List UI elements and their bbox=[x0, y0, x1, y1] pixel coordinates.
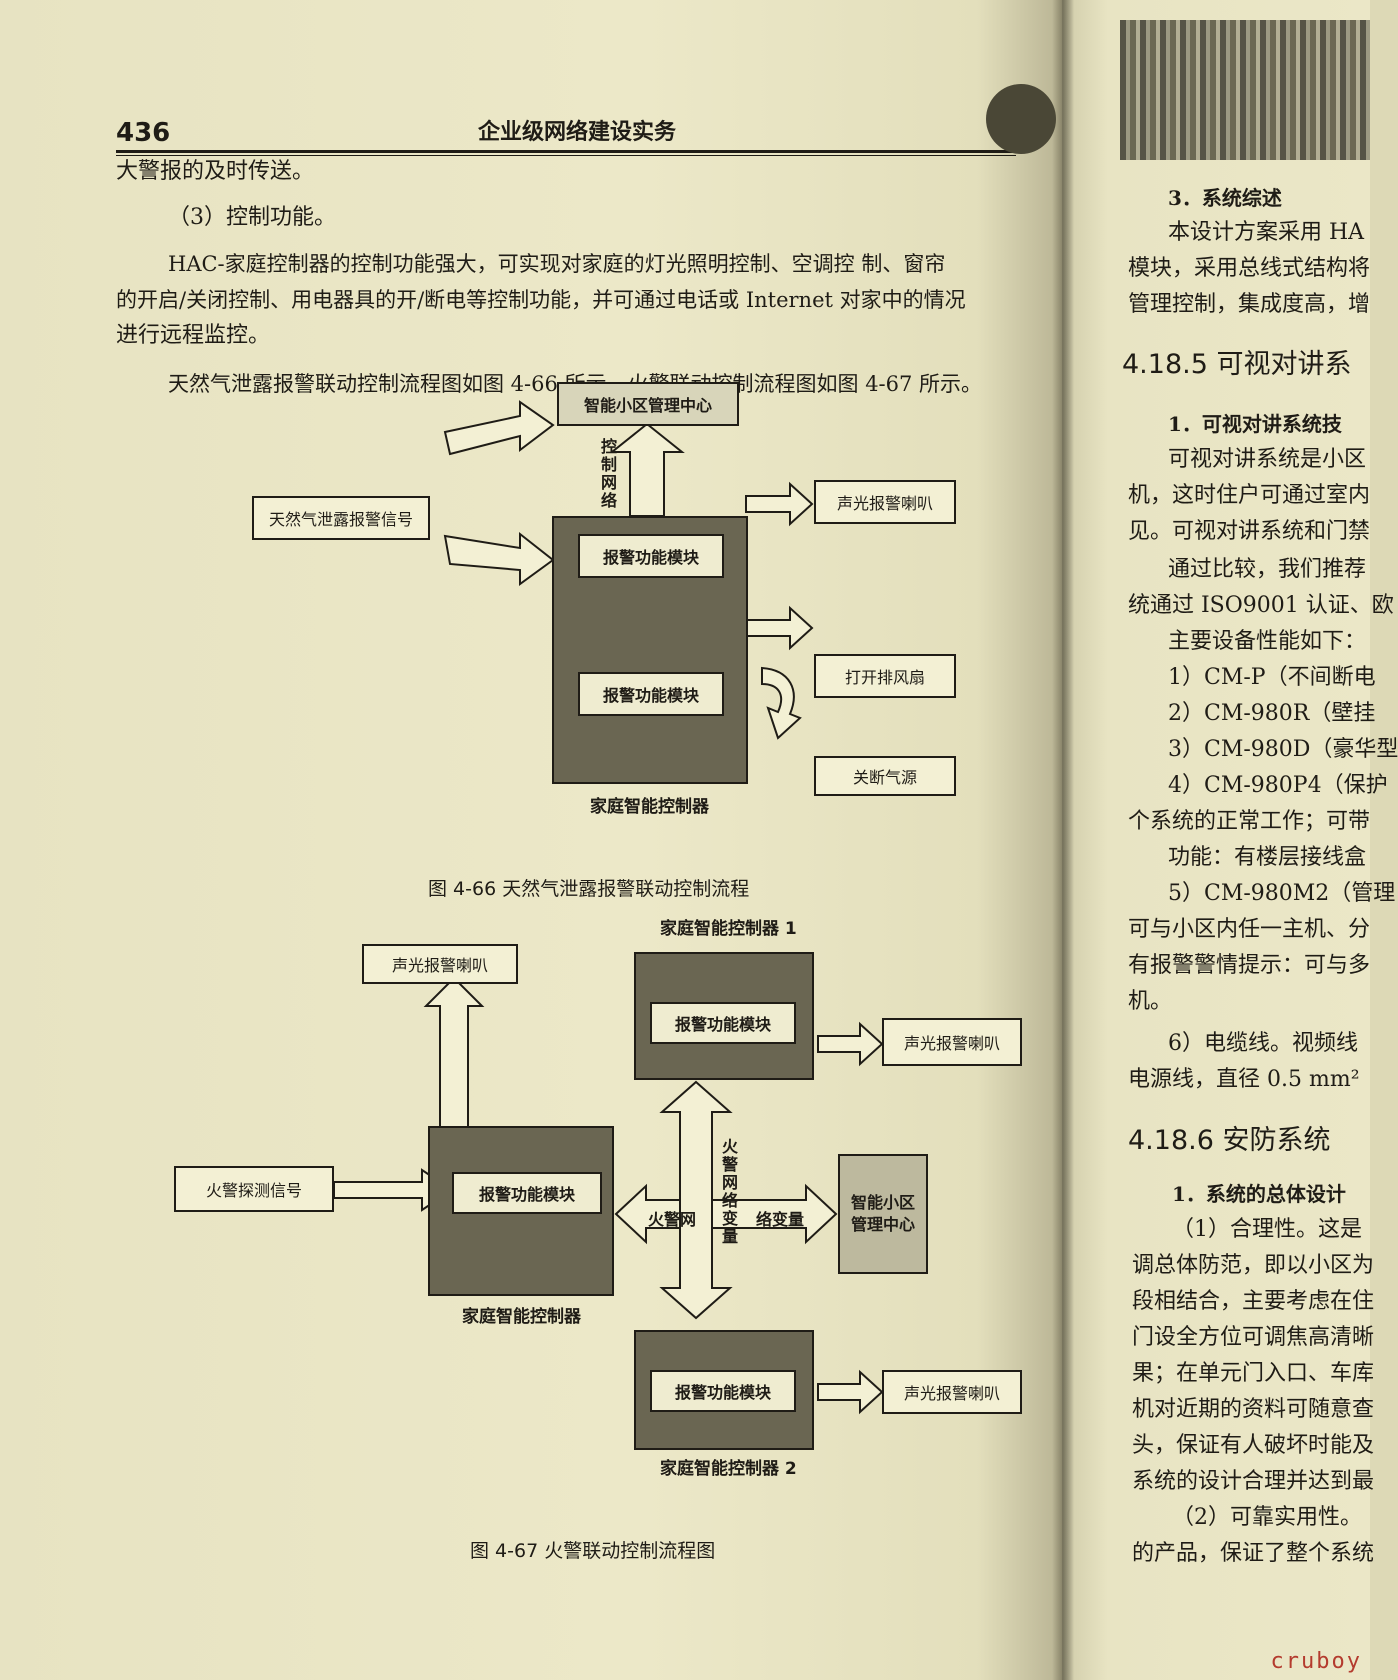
right-line: 段相结合，主要考虑在住 bbox=[1132, 1289, 1375, 1314]
right-line: 可与小区内任一主机、分 bbox=[1128, 917, 1371, 942]
right-page bbox=[1062, 0, 1370, 1680]
fig66-fan-label: 打开排风扇 bbox=[844, 668, 925, 687]
fig67-controller2-label: 家庭智能控制器 2 bbox=[660, 1459, 797, 1479]
fig66-speaker-label: 声光报警喇叭 bbox=[836, 494, 933, 513]
fig67-controller1-speaker-box: 声光报警喇叭 bbox=[882, 1018, 1022, 1066]
right-line: （1）合理性。这是 bbox=[1172, 1217, 1362, 1242]
fig67-main-controller-label: 家庭智能控制器 bbox=[462, 1307, 581, 1327]
paragraph-line: 的开启/关闭控制、用电器具的开/断电等控制功能，并可通过电话或 Internet… bbox=[116, 288, 966, 312]
fig67-caption: 图 4-67 火警联动控制流程图 bbox=[470, 1540, 716, 1562]
right-line: （2）可靠实用性。 bbox=[1172, 1505, 1362, 1530]
fig66-fan-box: 打开排风扇 bbox=[814, 654, 956, 698]
arrow-up-control-network bbox=[609, 422, 685, 517]
right-line: 电源线，直径 0.5 mm² bbox=[1128, 1067, 1360, 1092]
right-line: 机。 bbox=[1128, 989, 1173, 1014]
right-line: 通过比较，我们推荐 bbox=[1168, 557, 1367, 582]
right-line: 1）CM-P（不间断电 bbox=[1168, 665, 1376, 690]
right-line: 调总体防范，即以小区为 bbox=[1132, 1253, 1375, 1278]
fig67-main-speaker-label: 声光报警喇叭 bbox=[391, 956, 488, 975]
fig67-controller2-speaker-box: 声光报警喇叭 bbox=[882, 1370, 1022, 1414]
fig66-caption: 图 4-66 天然气泄露报警联动控制流程 bbox=[428, 878, 750, 900]
right-line: 3）CM-980D（豪华型 bbox=[1168, 737, 1398, 762]
arrow-vertical-fire-network bbox=[659, 1080, 733, 1320]
fig66-alarm-module-1: 报警功能模块 bbox=[578, 534, 724, 578]
computer-head-icon bbox=[986, 84, 1056, 154]
fig66-speaker-box: 声光报警喇叭 bbox=[814, 480, 956, 524]
arrow-signal-lower bbox=[443, 531, 555, 586]
fig67-controller2-module: 报警功能模块 bbox=[650, 1370, 796, 1412]
arrow-out-gas bbox=[761, 666, 802, 740]
fig66-management-center-box: 智能小区管理中心 bbox=[557, 382, 739, 426]
paragraph-line: 大警报的及时传送。 bbox=[116, 159, 315, 184]
right-line: 果；在单元门入口、车库 bbox=[1132, 1361, 1375, 1386]
fig66-controller-label: 家庭智能控制器 bbox=[590, 797, 709, 817]
right-line: 1．可视对讲系统技 bbox=[1168, 412, 1342, 436]
fig67-left-arrow-label: 火警网 bbox=[648, 1210, 697, 1229]
book-gutter bbox=[1052, 0, 1074, 1680]
right-line: 3．系统综述 bbox=[1168, 186, 1282, 210]
right-line: 管理控制，集成度高，增 bbox=[1128, 292, 1371, 317]
arrow-controller2-out bbox=[817, 1369, 884, 1415]
right-line: 5）CM-980M2（管理 bbox=[1168, 881, 1396, 906]
running-head: 企业级网络建设实务 bbox=[478, 120, 677, 145]
right-line: 4）CM-980P4（保护 bbox=[1168, 773, 1388, 798]
fig67-controller1-module: 报警功能模块 bbox=[650, 1002, 796, 1044]
paragraph-line: HAC-家庭控制器的控制功能强大，可实现对家庭的灯光照明控制、空调控 制、窗帘 bbox=[168, 252, 946, 276]
page-number: 436 bbox=[116, 118, 171, 148]
diagram-arrows bbox=[333, 400, 884, 1415]
arrow-signal-upper bbox=[443, 400, 555, 456]
fig67-right-arrow-label: 络变量 bbox=[756, 1210, 805, 1229]
fig66-management-center-label: 智能小区管理中心 bbox=[583, 396, 712, 415]
right-section-heading: 4.18.6 安防系统 bbox=[1128, 1125, 1331, 1156]
fig67-main-speaker-box: 声光报警喇叭 bbox=[362, 944, 518, 984]
fig67-main-module: 报警功能模块 bbox=[452, 1172, 602, 1214]
right-line: 系统的设计合理并达到最 bbox=[1132, 1469, 1375, 1494]
right-line: 机，这时住户可通过室内 bbox=[1128, 483, 1371, 508]
fig67-management-center-box: 智能小区管理中心 bbox=[838, 1154, 928, 1274]
arrow-controller1-out bbox=[817, 1021, 884, 1067]
right-line: 有报警警情提示：可与多 bbox=[1128, 953, 1371, 978]
arrow-out-fan bbox=[745, 605, 814, 651]
fig66-gas-leak-signal-box: 天然气泄露报警信号 bbox=[252, 496, 430, 540]
right-line: 头，保证有人破坏时能及 bbox=[1132, 1433, 1375, 1458]
header-rule-thin bbox=[116, 155, 1016, 156]
right-line: 6）电缆线。视频线 bbox=[1168, 1031, 1358, 1056]
fig67-controller1-speaker-label: 声光报警喇叭 bbox=[903, 1034, 1000, 1053]
right-line: 见。可视对讲系统和门禁 bbox=[1128, 519, 1371, 544]
fig66-control-network-label: 控制网络 bbox=[598, 438, 617, 510]
watermark: cruboy bbox=[1270, 1649, 1362, 1674]
paragraph-line: 进行远程监控。 bbox=[116, 323, 271, 348]
header-rule bbox=[116, 150, 1016, 153]
fig66-gas-shutoff-label: 关断气源 bbox=[852, 768, 917, 787]
fig67-vertical-label: 火警网络变量 bbox=[719, 1138, 738, 1246]
right-line: 可视对讲系统是小区 bbox=[1168, 447, 1367, 472]
paragraph-line: （3）控制功能。 bbox=[168, 205, 336, 230]
right-line: 的产品，保证了整个系统 bbox=[1132, 1541, 1375, 1566]
right-line: 模块，采用总线式结构将 bbox=[1128, 256, 1371, 281]
fig66-gas-leak-signal-label: 天然气泄露报警信号 bbox=[268, 510, 413, 529]
right-line: 个系统的正常工作；可带 bbox=[1128, 809, 1371, 834]
right-line: 统通过 ISO9001 认证、欧 bbox=[1128, 593, 1394, 618]
arrow-left-fire-network bbox=[614, 1183, 681, 1245]
right-line: 功能：有楼层接线盒 bbox=[1168, 845, 1367, 870]
fig66-gas-shutoff-box: 关断气源 bbox=[814, 756, 956, 796]
right-line: 1．系统的总体设计 bbox=[1172, 1182, 1346, 1206]
right-line: 机对近期的资料可随意查 bbox=[1132, 1397, 1375, 1422]
building-illustration bbox=[1120, 20, 1370, 160]
fig67-management-center-label: 智能小区管理中心 bbox=[850, 1193, 915, 1234]
arrow-right-fire-network bbox=[711, 1183, 838, 1245]
fig66-alarm-module-2: 报警功能模块 bbox=[578, 672, 724, 716]
right-line: 本设计方案采用 HA bbox=[1168, 220, 1365, 245]
right-line: 门设全方位可调焦高清晰 bbox=[1132, 1325, 1375, 1350]
fig67-detector-box: 火警探测信号 bbox=[174, 1166, 334, 1212]
arrow-out-speaker bbox=[745, 481, 814, 527]
fig67-controller2-speaker-label: 声光报警喇叭 bbox=[903, 1384, 1000, 1403]
right-section-heading: 4.18.5 可视对讲系 bbox=[1122, 349, 1352, 380]
fig67-controller1-label: 家庭智能控制器 1 bbox=[660, 919, 797, 939]
right-line: 2）CM-980R（壁挂 bbox=[1168, 701, 1376, 726]
fig67-detector-label: 火警探测信号 bbox=[205, 1181, 302, 1200]
right-line: 主要设备性能如下： bbox=[1168, 629, 1367, 654]
